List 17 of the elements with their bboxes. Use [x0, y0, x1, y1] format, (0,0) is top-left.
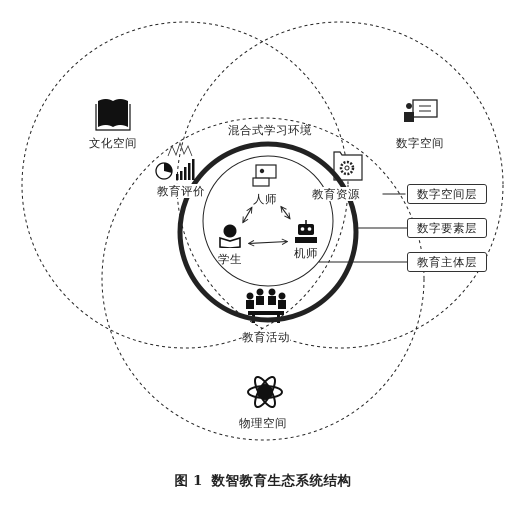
role-label: 机师 — [293, 246, 319, 260]
role-label: 学生 — [217, 252, 243, 266]
leader-line — [382, 193, 406, 195]
item-label: 物理空间 — [239, 416, 287, 430]
arrow — [280, 206, 290, 220]
arrow — [242, 206, 252, 224]
role-label: 人师 — [252, 192, 278, 206]
layer-box: 数字空间层 — [407, 184, 487, 204]
layer-box: 教育主体层 — [407, 252, 487, 272]
item-label: 教育活动 — [242, 330, 290, 344]
arrow — [248, 238, 288, 246]
item-label: 教育评价 — [157, 184, 205, 198]
item-label: 数字空间 — [396, 136, 444, 150]
leader-line — [356, 227, 407, 229]
item-label: 文化空间 — [89, 136, 137, 150]
layer-box: 数字要素层 — [407, 218, 487, 238]
figure-caption: 图 1 数智教育生态系统结构 — [173, 474, 353, 488]
